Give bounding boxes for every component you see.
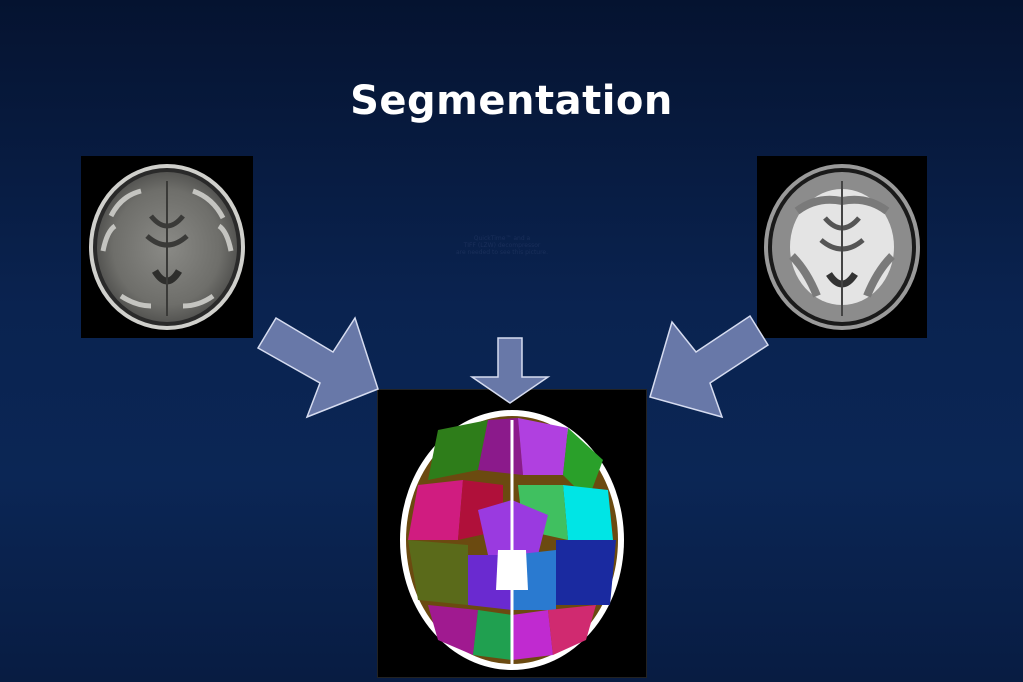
placeholder-line: TIFF (LZW) decompressor [463,242,541,249]
placeholder-line: QuickTime™ and a [473,235,531,242]
image-placeholder: QuickTime™ and a TIFF (LZW) decompressor… [440,235,564,256]
color-segmentation-image [377,389,647,678]
mri-grayscale-image [81,156,253,338]
placeholder-line: are needed to see this picture. [455,249,549,256]
arrow-center-down [469,337,551,404]
arrow-left-diagonal [256,316,379,419]
arrow-right-diagonal [649,314,770,419]
slide-title: Segmentation [350,78,673,124]
mri-tissue-map-image [757,156,927,338]
